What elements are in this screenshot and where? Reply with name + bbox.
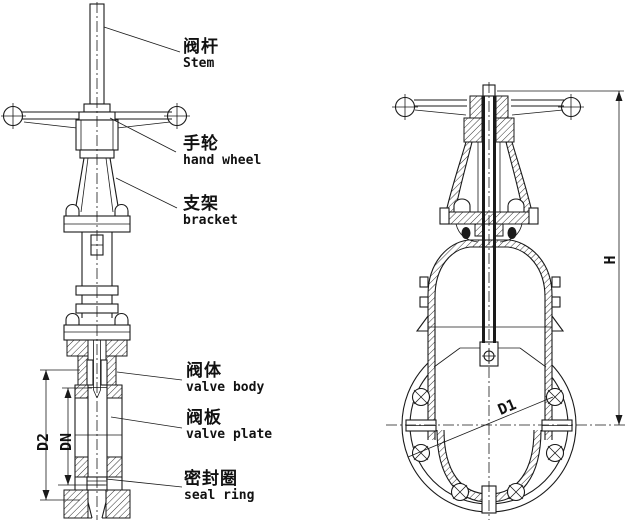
left-view [1, 2, 190, 520]
dimension-dn-lines [58, 387, 105, 486]
dimension-d2-label: D2 [34, 432, 52, 452]
label-stem-en: Stem [183, 56, 215, 71]
label-bracket-zh: 支架 [183, 194, 219, 213]
label-bracket: 支架 bracket [183, 194, 238, 228]
bracket-drawing [63, 157, 131, 233]
dimension-h-label: H [601, 255, 619, 265]
dimension-dn-label: DN [57, 432, 75, 452]
right-view [386, 82, 628, 520]
label-seal-ring-zh: 密封圈 [184, 469, 238, 488]
body-shell-drawing [415, 239, 565, 440]
dimension-d1-line [407, 396, 554, 458]
yoke-drawing [445, 141, 533, 213]
label-valve-body-zh: 阀体 [186, 361, 222, 380]
label-valve-plate-zh: 阀板 [186, 408, 222, 427]
handwheel-drawing [1, 103, 190, 159]
dimension-h-lines [497, 90, 624, 425]
label-seal-ring: 密封圈 seal ring [184, 469, 254, 503]
bonnet-flange-drawing [439, 198, 539, 243]
bolt-holes-drawing [411, 387, 565, 502]
dimension-d2-lines [40, 369, 80, 501]
label-hand-wheel-zh: 手轮 [183, 134, 219, 153]
bottom-flange-drawing [63, 489, 131, 519]
label-bracket-en: bracket [183, 213, 238, 228]
gland-column-drawing [63, 232, 131, 341]
leader-lines [103, 26, 183, 488]
label-seal-ring-en: seal ring [184, 488, 255, 503]
label-stem: 阀杆 Stem [183, 37, 219, 71]
body-fill [428, 240, 552, 503]
label-hand-wheel-en: hand wheel [183, 153, 262, 168]
label-valve-plate-en: valve plate [186, 427, 273, 442]
label-valve-body-en: valve body [186, 380, 265, 395]
label-valve-body: 阀体 valve body [186, 361, 264, 395]
label-hand-wheel: 手轮 hand wheel [183, 134, 261, 168]
label-valve-plate: 阀板 valve plate [186, 408, 272, 442]
handwheel-front-drawing [392, 94, 584, 143]
flange-boss-drawing [405, 419, 573, 514]
label-stem-zh: 阀杆 [183, 37, 219, 56]
